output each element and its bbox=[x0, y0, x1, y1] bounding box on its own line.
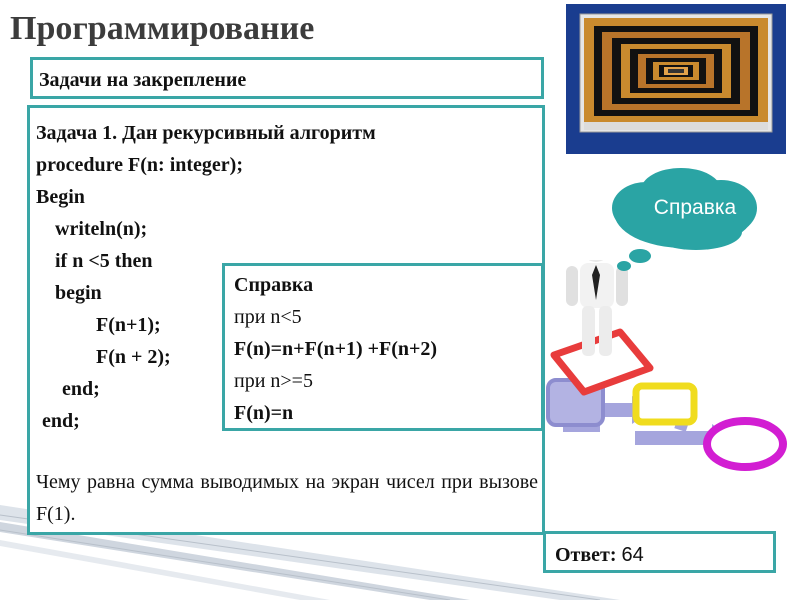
code-line: if n <5 then bbox=[55, 250, 153, 272]
answer-box: Ответ: 64 bbox=[543, 531, 776, 573]
flowchart-person-icon bbox=[546, 260, 787, 471]
subtitle-box: Задачи на закрепление bbox=[30, 57, 544, 99]
code-line: begin bbox=[55, 282, 102, 304]
help-box: Справка при n<5 F(n)=n+F(n+1) +F(n+2) пр… bbox=[222, 263, 544, 431]
code-line: writeln(n); bbox=[55, 218, 148, 240]
answer-value: 64 bbox=[621, 544, 644, 566]
recursion-tunnel-image bbox=[566, 4, 786, 154]
code-line: procedure F(n: integer); bbox=[36, 154, 243, 176]
answer-label: Ответ: bbox=[555, 544, 617, 566]
code-line: F(n + 2); bbox=[96, 346, 171, 368]
slide-title: Программирование bbox=[10, 10, 315, 47]
task-heading: Задача 1. Дан рекурсивный алгоритм bbox=[36, 122, 376, 144]
code-line: F(n+1); bbox=[96, 314, 161, 336]
help-line: F(n)=n+F(n+1) +F(n+2) bbox=[234, 338, 438, 360]
code-line: end; bbox=[62, 378, 100, 400]
help-line: при n<5 bbox=[234, 306, 302, 328]
help-line: F(n)=n bbox=[234, 402, 294, 424]
help-title: Справка bbox=[234, 274, 314, 296]
task-question: Чему равна сумма выводимых на экран чисе… bbox=[36, 471, 538, 525]
code-line: Begin bbox=[36, 186, 85, 208]
answer-text: Ответ: 64 bbox=[555, 544, 644, 567]
thought-cloud-icon bbox=[612, 168, 757, 271]
cloud-label: Справка bbox=[653, 196, 737, 219]
code-line: end; bbox=[42, 410, 80, 432]
subtitle-text: Задачи на закрепление bbox=[39, 69, 247, 91]
help-line: при n>=5 bbox=[234, 370, 313, 392]
